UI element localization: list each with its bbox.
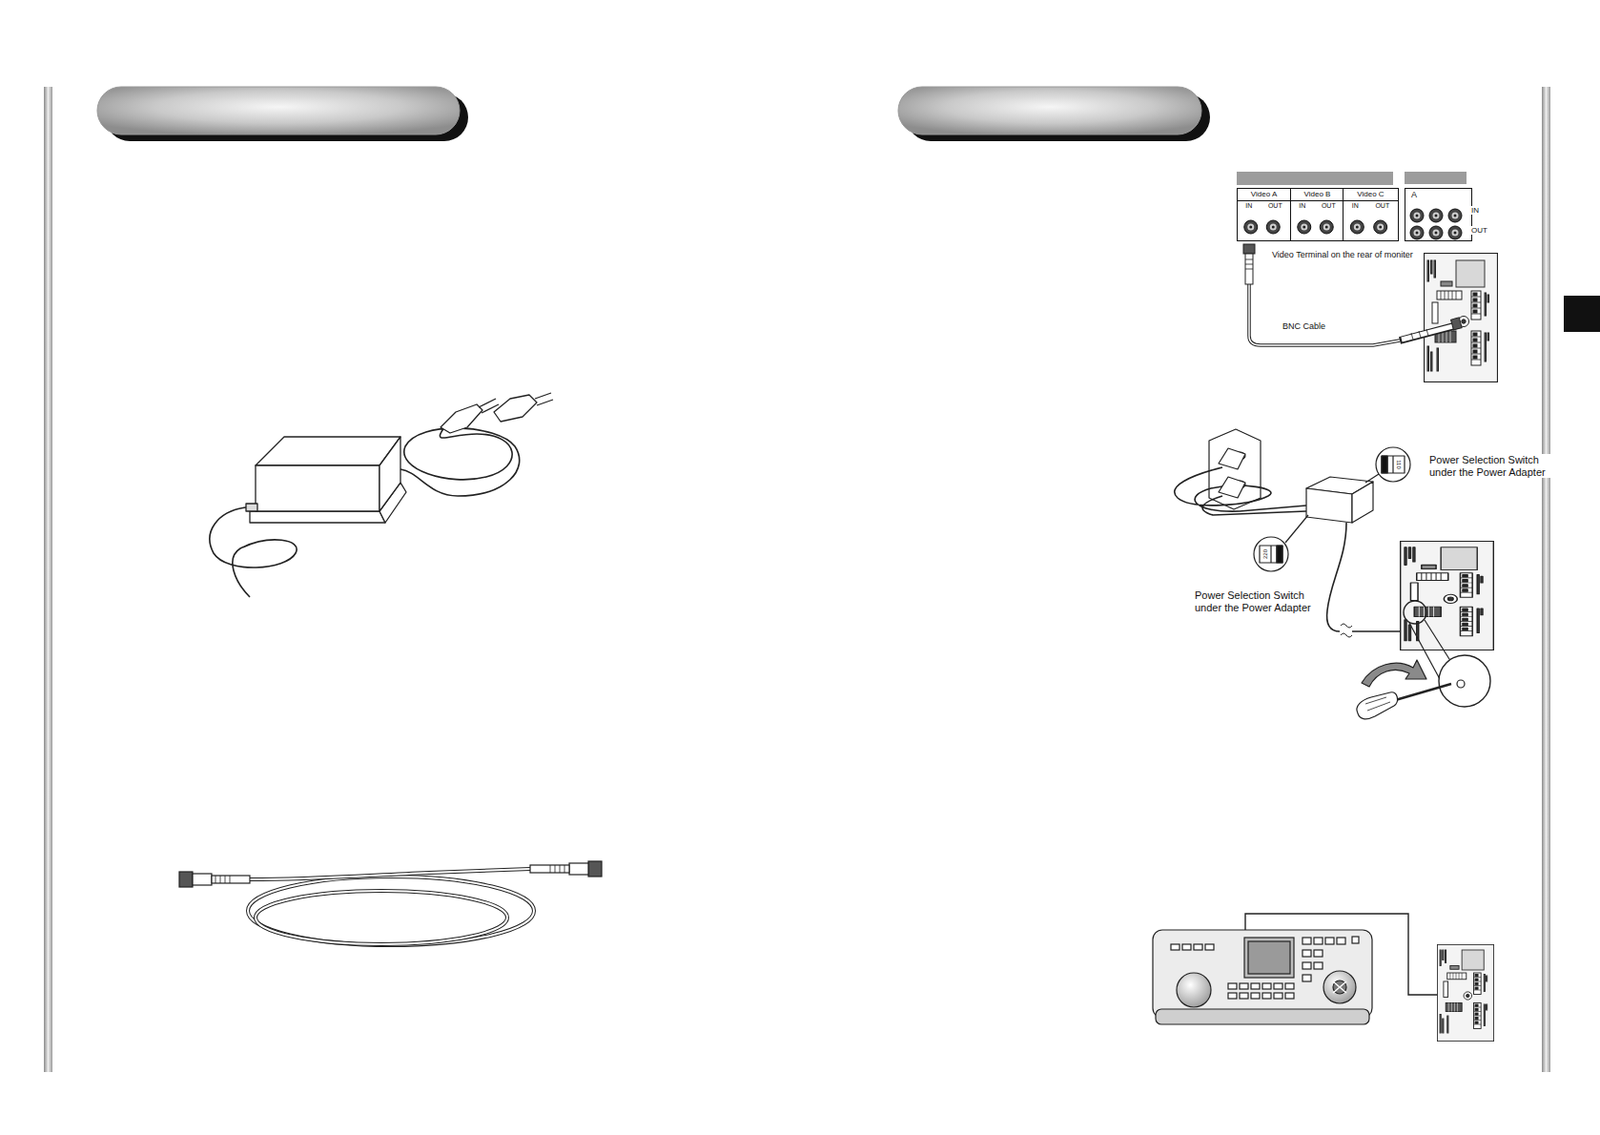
jack-symbol xyxy=(1374,220,1388,234)
video-terminal-box: Video BIN OUT xyxy=(1290,187,1345,242)
terminal-label: OUT xyxy=(1268,201,1283,211)
terminal-row: IN OUT xyxy=(1343,201,1398,211)
controller-illustration xyxy=(1152,913,1495,1042)
terminal-heading: Video B xyxy=(1291,188,1344,202)
jack-symbol xyxy=(1350,220,1364,234)
terminal-label: IN xyxy=(1352,201,1359,211)
callout-text: Video Terminal on the rear of moniter xyxy=(1271,249,1414,260)
bnc-cable-illustration xyxy=(179,861,602,945)
terminal-label: IN xyxy=(1298,201,1306,211)
audio-terminal-box: A xyxy=(1404,187,1473,242)
terminal-label: IN xyxy=(1471,205,1479,215)
callout-text: Power Selection Switch under the Power A… xyxy=(1429,453,1552,478)
video-terminal-box: Video CIN OUT xyxy=(1342,187,1399,242)
jack-symbol xyxy=(1410,225,1424,240)
terminal-row: IN OUT xyxy=(1237,201,1291,211)
switch-value: 110 xyxy=(1395,459,1403,470)
power-adapter-illustration xyxy=(209,392,554,597)
jack-symbol xyxy=(1266,220,1280,234)
jack-symbol xyxy=(1244,220,1258,234)
terminal-heading: Video A xyxy=(1237,188,1291,202)
terminal-label: IN xyxy=(1245,201,1252,211)
jack-symbol xyxy=(1429,225,1443,240)
video-terminal-box: Video AIN OUT xyxy=(1236,187,1292,242)
cable-label: BNC Cable xyxy=(1282,321,1326,331)
terminal-label: OUT xyxy=(1471,225,1488,235)
terminal-row: IN OUT xyxy=(1291,201,1344,211)
switch-value: 220 xyxy=(1262,549,1270,559)
terminal-label: OUT xyxy=(1321,201,1336,211)
jack-symbol xyxy=(1319,220,1334,234)
terminal-heading: Video C xyxy=(1343,188,1398,202)
terminal-heading: A xyxy=(1405,188,1472,201)
header-bars xyxy=(97,86,1211,142)
jack-symbol xyxy=(1448,208,1462,223)
monitor-connection-illustration xyxy=(1236,171,1498,383)
jack-symbol xyxy=(1448,225,1462,240)
terminal-label: OUT xyxy=(1374,201,1390,211)
jack-symbol xyxy=(1429,208,1443,223)
jack-symbol xyxy=(1410,208,1424,223)
jack-symbol xyxy=(1297,220,1312,234)
page-bars xyxy=(43,86,1600,1072)
callout-text: Power Selection Switch under the Power A… xyxy=(1194,589,1317,614)
